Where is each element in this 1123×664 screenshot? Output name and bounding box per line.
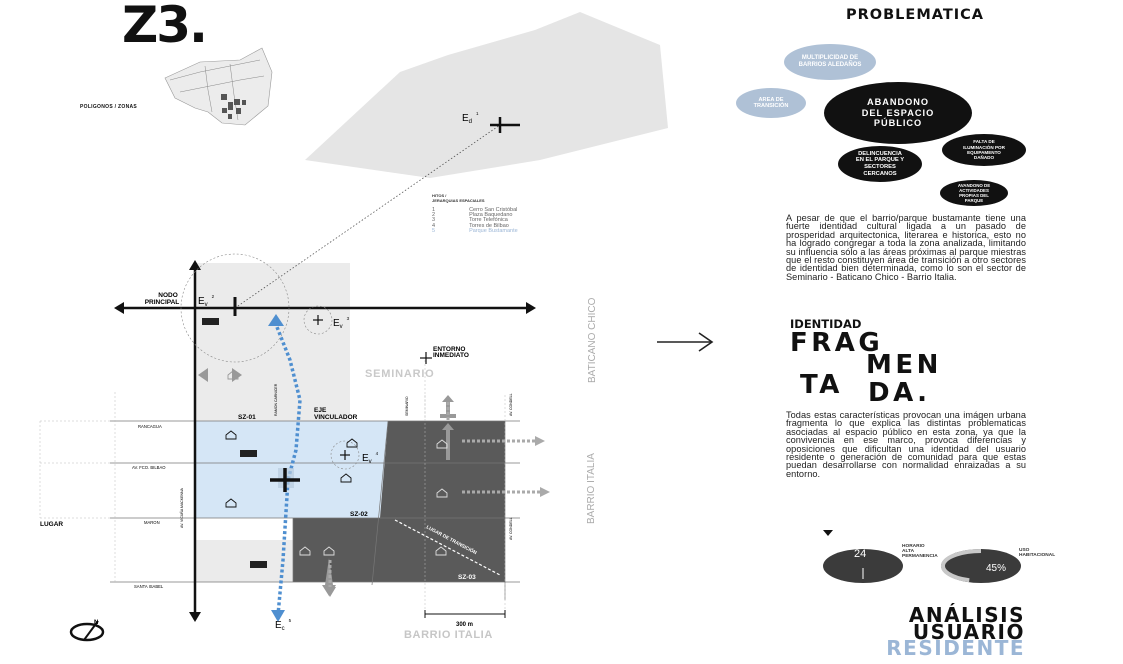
identidad-paragraph: Todas estas características provocan una… [786, 410, 1026, 479]
problematica-title: PROBLEMATICA [846, 7, 984, 23]
horario-circle [823, 549, 903, 583]
eje-vinculador-path [273, 321, 302, 616]
polygons-label: POLIGONOS / ZONAS [80, 104, 138, 110]
uso-habitacional-chart [941, 549, 1021, 583]
cerro-polygon [305, 12, 668, 178]
street-lines [110, 263, 520, 600]
mini-location-map [164, 47, 273, 126]
horario-label: HORARIO ALTA PERMANENCIA [902, 544, 938, 559]
problematica-paragraph: A pesar de que el barrio/parque bustaman… [786, 213, 1026, 282]
footer-residente: RESIDENTE [886, 636, 1025, 660]
ed-label: Ed1 [462, 111, 479, 125]
sz02-label: SZ-02 [350, 511, 368, 518]
uso-label: USO HABITACIONAL [1019, 548, 1056, 558]
ev-label-2: Ev2 [198, 294, 215, 308]
zone-sz03 [293, 421, 505, 582]
zone-gray-strip [195, 540, 293, 582]
ec-label: Ec5 [275, 618, 292, 632]
identidad-title: IDENTIDAD [790, 317, 862, 331]
ev-label-4: Ev4 [362, 451, 379, 465]
fragmentada-line-4: DA. [868, 378, 931, 408]
bubble-multiplicidad: MULTIPLICIDAD DE BARRIOS ALEDAÑOS [784, 44, 876, 80]
street-condell-top: AV. CONDELL [509, 393, 513, 416]
bubble-delincuencia: DELINCUENCIA EN EL PARQUE Y SECTORES CER… [838, 146, 922, 182]
seminario-label: SEMINARIO [365, 368, 435, 380]
uso-progress-arc [941, 549, 982, 583]
street-condell-bottom: AV. CONDELL [509, 517, 513, 540]
horario-value: 24 [854, 548, 867, 560]
triangle-down-icon [823, 530, 833, 536]
house-icons [225, 370, 358, 508]
fragmentada-line-3: TA [800, 370, 843, 400]
street-maron: MARON [144, 520, 160, 525]
uso-value: 45% [986, 563, 1007, 574]
street-bilbao: AV. FCO. BILBAO [132, 465, 166, 470]
hitos-title: HITOS / JERARQUIAS ESPACIALES [432, 193, 485, 203]
landmark-crosses [233, 117, 520, 492]
baticano-chico-label: BATICANO CHICO [587, 297, 598, 383]
street-seminario: SEMINARIO [405, 396, 409, 416]
barrio-italia-bottom-label: BARRIO ITALIA [404, 629, 493, 641]
zone-gray-column [195, 263, 350, 421]
north-label: N [94, 620, 98, 626]
barrio-italia-side-label: BARRIO ITALIA [586, 453, 597, 524]
scale-label: 300 m [456, 622, 473, 628]
street-santa-isabel: SANTA ISABEL [134, 584, 164, 589]
fragmentada-line-2: MEN [866, 350, 942, 380]
street-ramon-carnicer: RAMON CARNICER [274, 383, 278, 416]
street-rancagua: RANCAGUA [138, 424, 162, 429]
bubble-actividades: AVANDONO DE ACTIVIDADES PROPIAS DEL PARQ… [940, 180, 1008, 206]
fragmentada-line-1: FRAG [790, 328, 884, 358]
footer-usuario: USUARIO [912, 620, 1025, 644]
lugar-label: LUGAR [40, 521, 63, 528]
street-vicuna: AV. VICUÑA MACKENNA [179, 487, 184, 528]
ev-label-3: Ev3 [333, 316, 350, 330]
bubble-area-transicion: AREA DE TRANSICIÓN [736, 88, 806, 118]
arrow-right-icon [657, 332, 714, 352]
zone-title: Z3. [122, 0, 208, 54]
north-icon [69, 620, 105, 642]
sz01-label: SZ-01 [238, 414, 256, 421]
bubble-abandono: ABANDONO DEL ESPACIO PÚBLICO [824, 82, 972, 144]
footer-analisis: ANÁLISIS [908, 603, 1025, 627]
bubble-iluminacion: FALTA DE ILUMINACIÓN POR EQUIPAMENTO DAÑ… [942, 134, 1026, 166]
sz03-label: SZ-03 [458, 574, 476, 581]
